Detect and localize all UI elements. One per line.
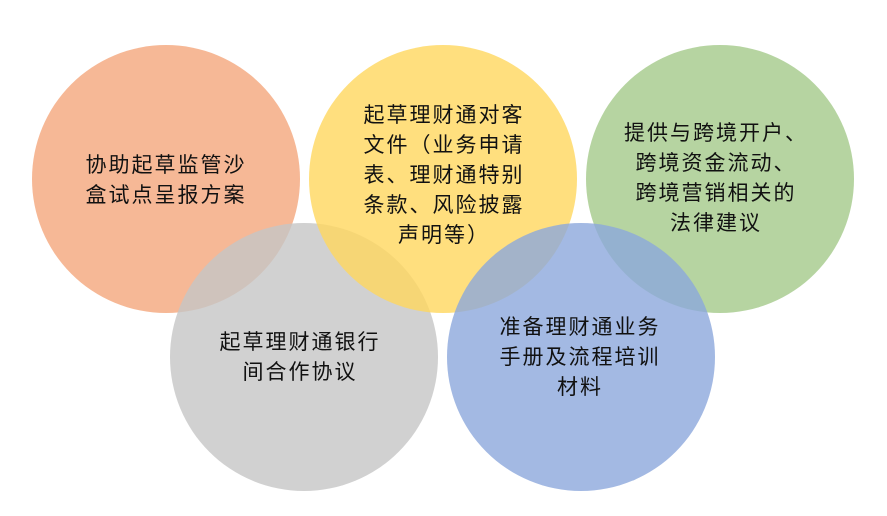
label-client-documents: 起草理财通对客 文件（业务申请 表、理财通特别 条款、风险披露 声明等）: [364, 100, 525, 250]
label-line: 条款、风险披露: [363, 193, 525, 217]
label-line: 声明等）: [398, 223, 490, 247]
label-line: 间合作协议: [242, 360, 358, 384]
label-line: 法律建议: [670, 211, 762, 235]
label-line: 手册及流程培训: [499, 345, 661, 369]
label-line: 表、理财通特别: [363, 163, 525, 187]
label-line: 盒试点呈报方案: [85, 183, 247, 207]
label-line: 起草理财通对客: [363, 103, 525, 127]
label-line: 跨境资金流动、: [635, 151, 797, 175]
circle-blue: [447, 223, 715, 491]
label-interbank-agreement: 起草理财通银行 间合作协议: [220, 327, 381, 387]
label-line: 协助起草监管沙: [85, 153, 247, 177]
label-line: 准备理财通业务: [499, 315, 661, 339]
label-cross-border-advice: 提供与跨境开户、 跨境资金流动、 跨境营销相关的 法律建议: [624, 118, 808, 238]
label-line: 起草理财通银行: [219, 330, 381, 354]
label-line: 文件（业务申请: [363, 133, 525, 157]
label-business-manual: 准备理财通业务 手册及流程培训 材料: [500, 312, 661, 402]
label-line: 跨境营销相关的: [635, 181, 797, 205]
label-line: 提供与跨境开户、: [624, 121, 808, 145]
label-line: 材料: [557, 375, 603, 399]
label-sandbox-proposal: 协助起草监管沙 盒试点呈报方案: [86, 150, 247, 210]
